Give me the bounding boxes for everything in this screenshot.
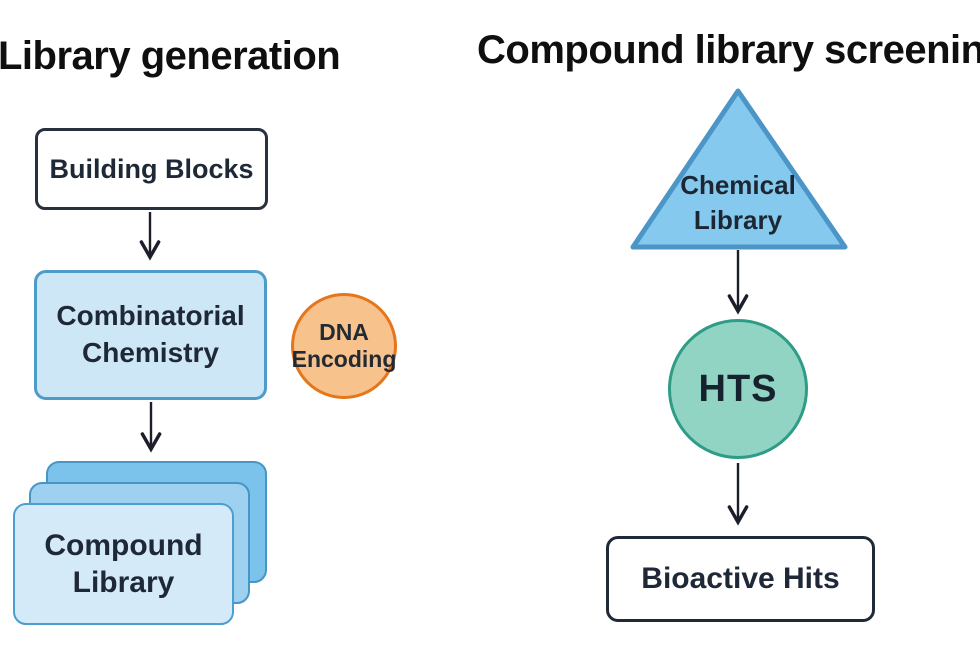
node-compound-library-label: Compound Library [44,528,203,600]
right-section-title: Compound library screening [477,28,980,72]
node-bioactive-hits: Bioactive Hits [606,536,875,622]
node-combinatorial-chemistry-label: Combinatorial Chemistry [56,300,245,368]
node-dna-encoding-label: DNA Encoding [291,318,397,372]
node-chemical-library-label: Chemical Library [680,170,796,236]
node-dna-encoding: DNA Encoding [291,293,397,399]
triangle-shape [630,88,848,250]
node-compound-library: Compound Library [13,503,234,625]
left-section-title: Library generation [0,34,341,78]
node-building-blocks: Building Blocks [35,128,268,210]
node-chemical-library: Chemical Library [615,82,861,254]
node-combinatorial-chemistry: Combinatorial Chemistry [34,270,267,400]
node-hts: HTS [668,319,808,459]
node-building-blocks-label: Building Blocks [49,153,254,184]
node-bioactive-hits-label: Bioactive Hits [641,562,840,595]
node-hts-label: HTS [698,367,778,410]
